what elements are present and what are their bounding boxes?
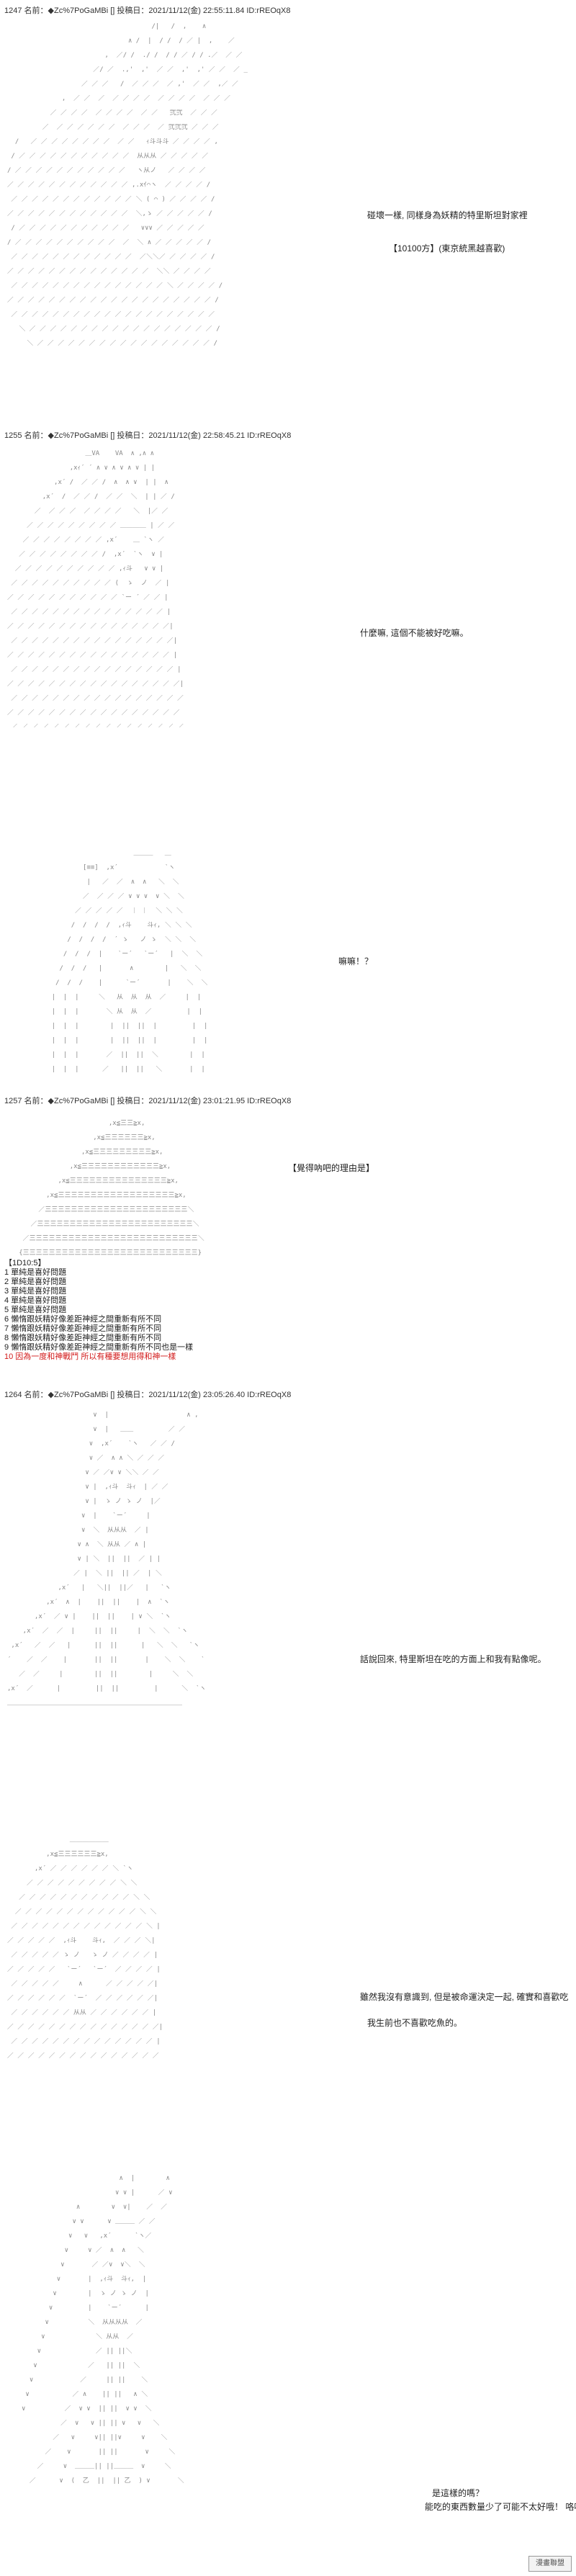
list-item: 4 單純是喜好問題 [4,1296,67,1305]
roll-title: 【1D10:5】 [4,1259,46,1267]
dialogue-line: 我生前也不喜歡吃魚的。 [367,2018,463,2028]
list-item: 6 懶惰跟妖精好像差距神經之間重新有所不同 [4,1315,162,1324]
post-header-1255: 1255 名前：◆Zc%7PoGaMBi [] 投稿日：2021/11/12(金… [4,431,292,440]
list-item: 7 懶惰跟妖精好像差距神經之間重新有所不同 [4,1324,162,1333]
ascii-art-figure: /| / , ∧ ∧ / | / / / ／ | , ／ , ／/ / ./ /… [7,23,248,347]
roll-result-list: 【1D10:5】 1 單純是喜好問題 2 單純是喜好問題 3 單純是喜好問題 4… [4,1259,193,1362]
dialogue-line: 能吃的東西數量少了可能不太好哦！ 咯咯咯！ [425,2502,576,2512]
post-header-1257: 1257 名前：◆Zc%7PoGaMBi [] 投稿日：2021/11/12(金… [4,1097,292,1105]
dialogue-line: 是這樣的嗎？ [432,2488,485,2498]
list-item: 8 懶惰跟妖精好像差距神經之間重新有所不同 [4,1334,162,1342]
watermark-badge: 漫畫聯盟 [528,2556,572,2572]
dialogue-line: 話說回來, 特里斯坦在吃的方面上和我有點像呢。 [360,1654,546,1664]
ascii-art-figure: ＿VA VA ∧ ,∧ ∧ ,xｨ´ ´ ∧ ∨ ∧ ∨ ∧ ∨ | | ,x´… [7,450,188,727]
dialogue-line: 碰壞一樣, 同樣身為妖精的特里斯坦對家裡 [367,210,528,220]
dialogue-line: 【10100方】(東京統黑越喜歡) [389,243,505,253]
list-item: 1 單純是喜好問題 [4,1268,67,1277]
dialogue-line: 雖然我沒有意識到, 但是被命運決定一起, 確實和喜歡吃 [360,1992,569,2002]
list-item: 2 單純是喜好問題 [4,1278,67,1286]
ascii-art-figure: ∨ | ∧ , ∨ | ＿＿ ／ ／ ∨ ,x´ `ヽ ／ ／ / ∨ ／ ∧ … [7,1412,207,1707]
ascii-art-figure: ＿＿＿ ＿ [≡≡] ,x´ ￣￣ ￣ `ヽ | ／ ／ ∧ ∧ ＼ ＼ ／ ／… [36,850,208,1073]
list-item: 3 單純是喜好問題 [4,1287,67,1296]
dialogue-line: 嘛嘛！？ [338,956,374,966]
ascii-art-figure: ＿＿＿＿＿＿ ,x≦三三三三三三≧x, ,x´ ／ ／ ／ ／ ／ ／ ＼ `ヽ… [7,1836,163,2060]
post-header-1247: 1247 名前：◆Zc%7PoGaMBi [] 投稿日：2021/11/12(金… [4,6,291,15]
dialogue-line: 什麼嘛, 這個不能被好吃嘛。 [360,628,469,638]
post-header-1264: 1264 名前：◆Zc%7PoGaMBi [] 投稿日：2021/11/12(金… [4,1391,292,1399]
list-item: 5 單純是喜好問題 [4,1306,67,1314]
ascii-art-figure: ∧ | ∧ ∨ ∨ | ／ ∨ ∧ ∨ ∨| ／ ／ ∨ ∨ ∨ ＿＿＿ ／ ／… [22,2175,184,2485]
ascii-art-figure: ,x≦三三≧x, ,x≦三三三三三三≧x, ,x≦三三三三三三三三三≧x, ,x… [7,1120,204,1257]
list-item: 9 懶惰跟妖精好像差距神經之間重新有所不同也是一樣 [4,1343,194,1352]
dialogue-line: 【覺得吶吧的理由是】 [288,1163,375,1173]
list-item-highlight: 10 因為一度和神戰鬥 所以有種要想用得和神一樣 [4,1352,176,1361]
